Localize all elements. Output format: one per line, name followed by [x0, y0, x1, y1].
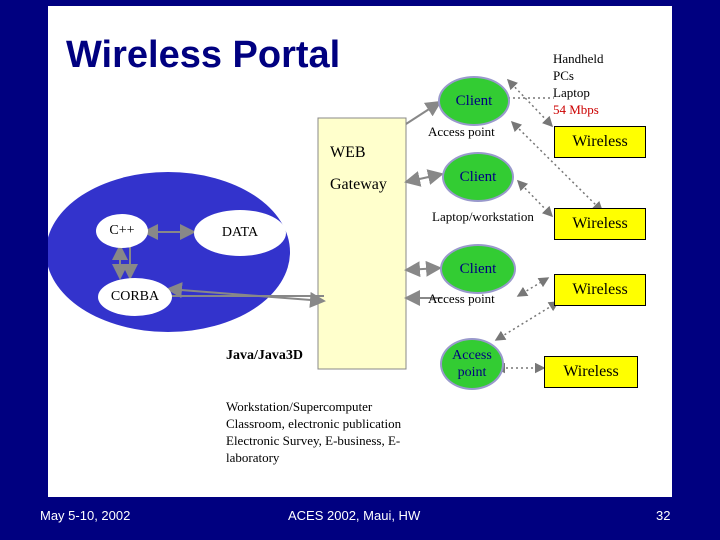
data-node: DATA — [194, 210, 286, 256]
footer-page-number: 32 — [656, 508, 671, 523]
gateway-box — [317, 117, 407, 370]
wireless-box-1: Wireless — [554, 126, 646, 158]
slide: C++ DATA CORBA WEB Gateway Java/Java3D C… — [48, 6, 672, 497]
cpp-node: C++ — [96, 214, 148, 248]
usage-notes: Workstation/Supercomputer Classroom, ele… — [226, 399, 402, 465]
device-legend: Handheld PCs Laptop 54 Mbps — [553, 51, 604, 117]
access-point-node: Access point — [440, 338, 504, 390]
gateway-web-label: WEB — [330, 144, 366, 161]
data-rate: 54 Mbps — [553, 102, 599, 117]
access-point-label-2: Access point — [428, 291, 495, 306]
gateway-label: Gateway — [330, 176, 387, 193]
wireless-box-2: Wireless — [554, 208, 646, 240]
wireless-box-4: Wireless — [544, 356, 638, 388]
java-label: Java/Java3D — [226, 348, 303, 363]
wireless-box-3: Wireless — [554, 274, 646, 306]
slide-title: Wireless Portal — [66, 34, 341, 76]
laptop-workstation-label: Laptop/workstation — [432, 209, 534, 224]
client-node-1: Client — [438, 76, 510, 126]
corba-node: CORBA — [98, 278, 172, 316]
footer-conference: ACES 2002, Maui, HW — [288, 508, 421, 523]
client-node-2: Client — [442, 152, 514, 202]
access-point-text: Access point — [452, 348, 492, 380]
client-node-3: Client — [440, 244, 516, 294]
footer-date: May 5-10, 2002 — [40, 508, 131, 523]
access-point-label-1: Access point — [428, 124, 495, 139]
